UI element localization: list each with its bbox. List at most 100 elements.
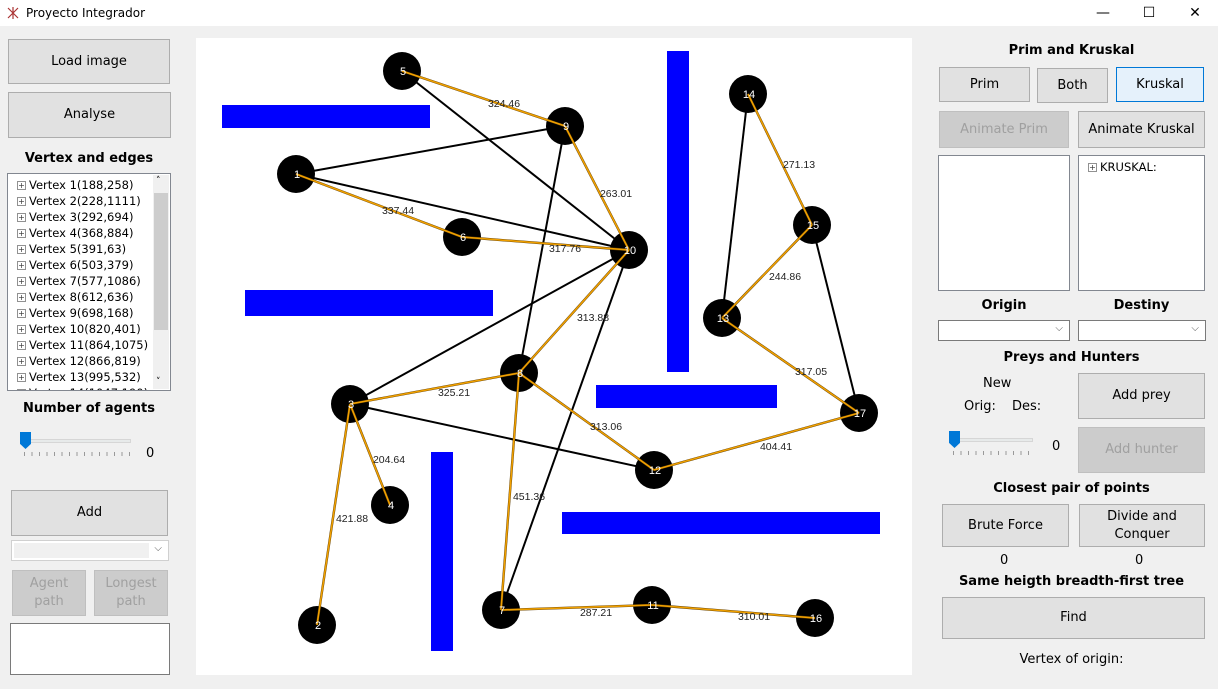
hunter-slider[interactable] xyxy=(949,431,1033,461)
add-hunter-button[interactable]: Add hunter xyxy=(1078,427,1205,473)
both-button[interactable]: Both xyxy=(1037,68,1108,103)
expand-icon[interactable]: + xyxy=(17,356,26,366)
expand-icon[interactable]: + xyxy=(17,180,26,190)
tree-edge xyxy=(721,317,860,414)
agents-slider[interactable] xyxy=(20,432,131,462)
vertex-list-item[interactable]: +Vertex 12(866,819) xyxy=(17,354,141,368)
vertex-scrollbar[interactable]: ˄ ˅ xyxy=(153,175,169,389)
app-icon xyxy=(7,7,19,19)
node-label: 17 xyxy=(854,408,866,420)
tree-edge xyxy=(518,249,630,374)
scroll-up-icon[interactable]: ˄ xyxy=(156,176,161,186)
agents-heading: Number of agents xyxy=(23,401,155,416)
expand-icon[interactable]: + xyxy=(1088,162,1097,172)
node-label: 10 xyxy=(624,245,636,257)
vertex-tree[interactable]: +Vertex 1(188,258) +Vertex 2(228,1111) +Ve… xyxy=(7,173,171,391)
edge-weight-label: 324.46 xyxy=(488,98,520,110)
node-label: 9 xyxy=(563,121,569,133)
scroll-thumb[interactable] xyxy=(154,193,168,330)
agent-combo[interactable]: ⌵ xyxy=(11,540,169,561)
animate-kruskal-button[interactable]: Animate Kruskal xyxy=(1078,111,1205,148)
destiny-combo[interactable]: ⌵ xyxy=(1078,320,1206,341)
add-prey-button[interactable]: Add prey xyxy=(1078,373,1205,419)
node-label: 7 xyxy=(499,605,505,617)
tree-edge xyxy=(500,372,520,611)
minimize-button[interactable]: — xyxy=(1096,5,1110,21)
vertex-list-item[interactable]: +Vertex 2(228,1111) xyxy=(17,194,141,208)
kruskal-tree[interactable]: +KRUSKAL: xyxy=(1078,155,1205,291)
edge-weight-label: 204.64 xyxy=(373,454,405,466)
vertex-list-item[interactable]: +Vertex 5(391,63) xyxy=(17,242,127,256)
vertex-list-item[interactable]: +Vertex 9(698,168) xyxy=(17,306,134,320)
node-label: 11 xyxy=(647,600,658,612)
expand-icon[interactable]: + xyxy=(17,244,26,254)
kruskal-button[interactable]: Kruskal xyxy=(1116,67,1204,102)
origin-combo[interactable]: ⌵ xyxy=(938,320,1070,341)
vertex-list-item[interactable]: +Vertex 10(820,401) xyxy=(17,322,141,336)
vertex-list-item[interactable]: +Vertex 4(368,884) xyxy=(17,226,134,240)
chevron-down-icon: ⌵ xyxy=(1055,323,1063,334)
expand-icon[interactable]: + xyxy=(17,212,26,222)
tree-edge xyxy=(653,412,860,471)
edge-weight-label: 317.05 xyxy=(795,366,827,378)
vertex-list-item[interactable]: +Vertex 8(612,636) xyxy=(17,290,134,304)
tree-edge xyxy=(564,125,630,251)
vertex-origin-label: Vertex of origin: xyxy=(1019,652,1124,667)
load-image-button[interactable]: Load image xyxy=(8,39,170,84)
agent-output-box[interactable] xyxy=(10,623,170,675)
expand-icon[interactable]: + xyxy=(17,372,26,382)
prim-button[interactable]: Prim xyxy=(939,67,1030,102)
vertex-list-item[interactable]: +Vertex 3(292,694) xyxy=(17,210,134,224)
expand-icon[interactable]: + xyxy=(17,196,26,206)
obstacle xyxy=(562,512,880,534)
expand-icon[interactable]: + xyxy=(17,260,26,270)
animate-prim-button[interactable]: Animate Prim xyxy=(939,111,1069,148)
divide-conquer-button[interactable]: Divide and Conquer xyxy=(1079,504,1205,547)
edge-weight-label: 271.13 xyxy=(783,159,815,171)
node-label: 8 xyxy=(517,368,523,380)
des-label: Des: xyxy=(1012,399,1042,414)
expand-icon[interactable]: + xyxy=(17,292,26,302)
add-agent-button[interactable]: Add xyxy=(11,490,168,536)
graph-edge xyxy=(295,173,630,251)
kruskal-tree-root[interactable]: +KRUSKAL: xyxy=(1088,160,1157,174)
expand-icon[interactable]: + xyxy=(17,228,26,238)
close-button[interactable]: ✕ xyxy=(1189,5,1201,21)
edge-weight-label: 404.41 xyxy=(760,441,792,453)
brute-force-button[interactable]: Brute Force xyxy=(942,504,1069,547)
node-label: 6 xyxy=(460,232,466,244)
vertex-list-item[interactable]: +Vertex 7(577,1086) xyxy=(17,274,141,288)
tree-edge xyxy=(651,604,816,619)
expand-icon[interactable]: + xyxy=(17,276,26,286)
graph-edge xyxy=(401,70,630,251)
graph-svg: 324.46263.01337.44317.76313.88325.21313.… xyxy=(222,51,880,651)
expand-icon[interactable]: + xyxy=(17,308,26,318)
maximize-button[interactable]: ☐ xyxy=(1142,5,1156,21)
scroll-down-icon[interactable]: ˅ xyxy=(156,377,161,387)
node-label: 16 xyxy=(810,613,822,625)
edge-weight-label: 337.44 xyxy=(382,205,414,217)
expand-icon[interactable]: + xyxy=(17,340,26,350)
analyse-button[interactable]: Analyse xyxy=(8,92,171,138)
expand-icon[interactable]: + xyxy=(17,388,26,390)
obstacle xyxy=(431,452,453,651)
obstacle xyxy=(596,385,777,408)
tree-edge xyxy=(295,173,463,238)
longest-path-button[interactable]: Longest path xyxy=(94,570,168,616)
vertex-list-item[interactable]: +Vertex 11(864,1075) xyxy=(17,338,149,352)
edge-weight-label: 313.88 xyxy=(577,312,609,324)
graph-edge xyxy=(721,93,749,319)
vertex-list-item[interactable]: +Vertex 13(995,532) xyxy=(17,370,141,384)
edge-weight-label: 244.86 xyxy=(769,271,801,283)
tree-edge xyxy=(500,604,653,611)
agent-path-button[interactable]: Agent path xyxy=(12,570,86,616)
prim-tree[interactable] xyxy=(938,155,1070,291)
expand-icon[interactable]: + xyxy=(17,324,26,334)
find-button[interactable]: Find xyxy=(942,597,1205,639)
graph-edge xyxy=(500,249,630,611)
vertex-list-item[interactable]: +Vertex 1(188,258) xyxy=(17,178,134,192)
vertex-list-item[interactable]: +Vertex 14(1047,190) xyxy=(8,385,170,390)
node-label: 13 xyxy=(717,313,729,325)
vertex-list-item[interactable]: +Vertex 6(503,379) xyxy=(17,258,134,272)
